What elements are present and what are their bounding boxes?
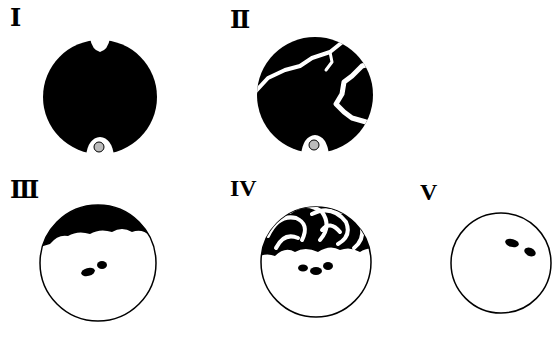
crack: [255, 32, 352, 92]
bottom-notch: [301, 135, 329, 155]
stage-one-figure: [43, 38, 157, 156]
nucleus-blob: [310, 267, 322, 275]
crack: [326, 52, 332, 70]
nucleus-blob: [323, 262, 333, 270]
stage-four-figure: [255, 200, 380, 317]
white-loop: [276, 236, 298, 248]
grey-cell: [309, 140, 319, 150]
nucleus-blob: [298, 265, 308, 272]
dark-cap: [255, 200, 380, 258]
white-loop: [322, 225, 340, 232]
stage-number: Ⅲ: [10, 178, 39, 202]
nucleus-blob: [80, 266, 96, 277]
bottom-notch: [86, 137, 114, 156]
top-notch: [90, 38, 110, 52]
stage-three-figure: [30, 195, 170, 321]
grey-cell: [94, 142, 104, 152]
white-loop: [312, 210, 348, 244]
stage-number: Ⅱ: [230, 8, 250, 32]
dark-sphere: [43, 40, 157, 154]
stage-five-figure: [451, 213, 551, 313]
stage-two-figure: [255, 32, 378, 155]
nucleus-blob: [97, 261, 107, 269]
light-sphere: [451, 213, 551, 313]
stage-number: IV: [230, 176, 257, 200]
stage-number: Ⅰ: [10, 6, 21, 30]
nucleus-blob: [523, 246, 537, 258]
nucleus-blob: [504, 237, 520, 248]
dark-cap: [30, 195, 170, 250]
crack: [336, 62, 378, 124]
stage-number: V: [420, 180, 437, 204]
